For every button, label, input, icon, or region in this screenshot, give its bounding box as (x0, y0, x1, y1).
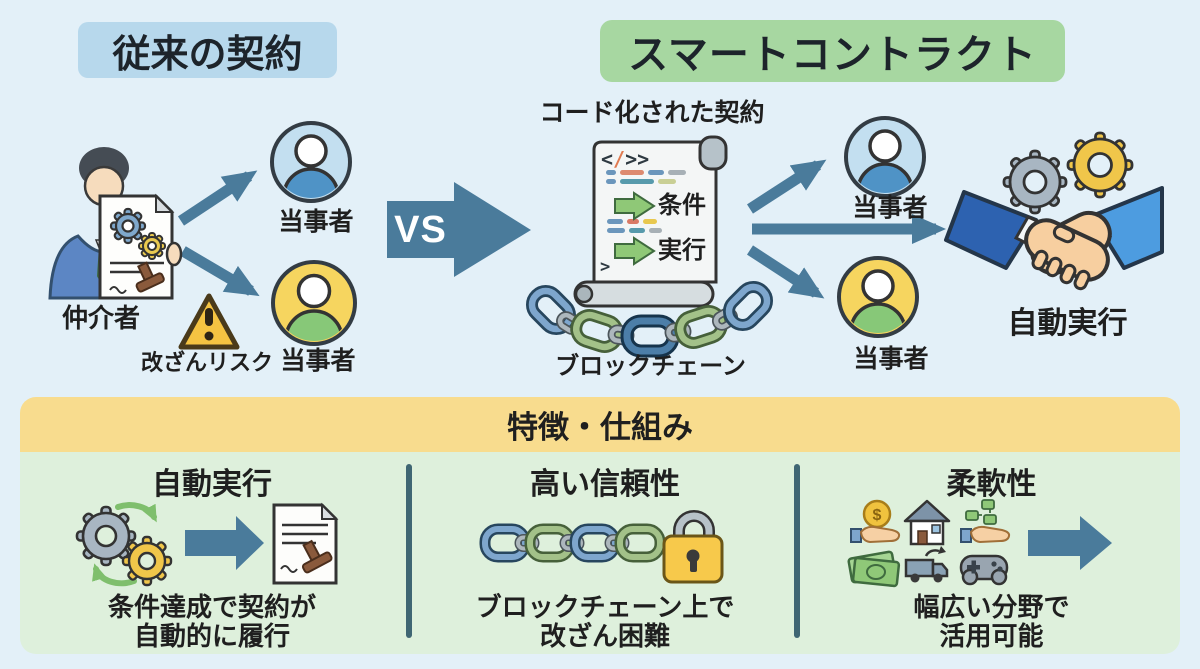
warning-icon (178, 293, 240, 350)
auto-execute-label: 自動実行 (1007, 307, 1128, 340)
auto-exec-gears-icon (75, 502, 173, 587)
party-label: 当事者 (852, 194, 928, 222)
column-caption: 幅広い分野で (913, 592, 1070, 622)
party-avatar-icon (837, 256, 919, 338)
coded-contract-icon (573, 135, 728, 308)
vs-label: VS (394, 209, 447, 251)
delivery-truck-icon (904, 546, 949, 583)
column-title: 柔軟性 (946, 468, 1037, 501)
code-tag-gt: > (637, 147, 650, 171)
column-caption: 改ざん困難 (539, 621, 670, 651)
party-avatar-icon (844, 116, 926, 198)
code-tag: </>> (601, 148, 649, 170)
party-avatar-icon (270, 121, 352, 203)
column-title: 自動実行 (152, 468, 272, 501)
code-tag-slash: / (613, 147, 626, 171)
gamepad-icon (959, 554, 1009, 586)
condition-arrow-icon (614, 191, 656, 221)
party-label: 当事者 (853, 345, 929, 373)
features-header-banner: 特徴・仕組み (20, 397, 1180, 452)
code-lines (606, 170, 686, 233)
flow-arrow-icon (185, 516, 264, 570)
party-label: 当事者 (280, 347, 356, 375)
column-caption: ブロックチェーン上で (475, 592, 735, 622)
gear-icon (75, 505, 137, 567)
column-divider (794, 464, 800, 638)
tamper-risk-label: 改ざんリスク (140, 350, 273, 375)
house-icon (903, 499, 951, 546)
flow-arrow-icon (1028, 516, 1112, 570)
stamp-icon (301, 539, 333, 574)
token-hand-icon (960, 499, 1011, 544)
code-prompt: > (600, 257, 611, 277)
traditional-title-badge: 従来の契約 (78, 22, 337, 78)
coin-hand-icon: $ (850, 499, 901, 544)
padlock-icon (662, 510, 724, 584)
blockchain-chain-icon (525, 280, 774, 358)
vs-arrow (387, 182, 531, 277)
blockchain-label: ブロックチェーン (555, 353, 746, 380)
column-title: 高い信頼性 (530, 468, 680, 501)
column-caption: 条件達成で契約が (107, 592, 316, 622)
chain-lock-icon (479, 510, 724, 584)
gear-icon (1002, 149, 1068, 215)
code-tag-lt: < (601, 147, 614, 171)
handshake-icon (944, 131, 1164, 291)
condition-label: 条件 (658, 192, 706, 219)
gear-icon (1066, 131, 1134, 199)
execute-arrow-icon (614, 236, 656, 266)
money-icon (847, 550, 901, 588)
column-caption: 活用可能 (939, 621, 1044, 651)
party-avatar-icon (271, 260, 357, 346)
intermediary-icon (48, 147, 183, 300)
party-label: 当事者 (278, 208, 354, 236)
smart-title-badge: スマートコントラクト (600, 20, 1065, 82)
intermediary-label: 仲介者 (61, 303, 140, 333)
gear-icon (121, 535, 173, 587)
document-gear-icon (109, 207, 147, 245)
contract-document-icon (272, 502, 339, 585)
document-gear-icon (138, 232, 166, 260)
coded-contract-label: コード化された契約 (539, 99, 765, 127)
column-caption: 自動的に履行 (133, 621, 290, 651)
svg-text:$: $ (873, 507, 882, 524)
execute-label: 実行 (658, 237, 706, 264)
stamp-icon (135, 261, 165, 293)
smart-arrows (746, 159, 946, 299)
column-divider (406, 464, 412, 638)
code-tag-gt: > (625, 147, 638, 171)
traditional-arrows (177, 170, 260, 297)
